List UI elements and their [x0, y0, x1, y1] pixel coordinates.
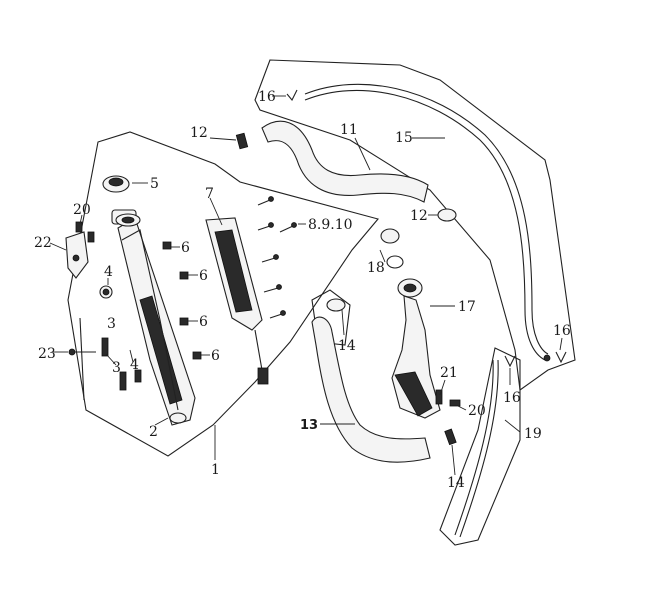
callout-20-left: 20 — [73, 202, 91, 218]
radiator-cap — [102, 175, 130, 193]
grommets — [162, 241, 202, 360]
callout-6-d: 6 — [211, 348, 220, 364]
upper-hose — [261, 120, 429, 203]
callout-3-bottom: 3 — [112, 360, 121, 376]
callout-21: 21 — [440, 365, 458, 381]
callout-8-9-10: 8.9.10 — [308, 217, 353, 233]
callout-16-right: 16 — [553, 323, 571, 339]
left-fittings — [65, 221, 142, 401]
coolant-reservoir — [391, 278, 441, 419]
callout-14-upper: 14 — [338, 338, 356, 354]
callout-5: 5 — [150, 176, 159, 192]
fan-shroud — [205, 217, 269, 385]
overflow-hose-outline — [439, 347, 521, 546]
callout-23: 23 — [38, 346, 56, 362]
clamps — [235, 132, 457, 446]
callout-12-top: 12 — [190, 125, 208, 141]
callout-11: 11 — [340, 122, 358, 138]
callout-2: 2 — [149, 424, 158, 440]
callout-19: 19 — [524, 426, 542, 442]
overflow-hose — [454, 359, 494, 536]
leader-lines — [49, 95, 563, 476]
radiator-group-outline — [67, 131, 379, 457]
reservoir-cap — [380, 228, 404, 269]
long-hose — [304, 89, 546, 361]
callout-7: 7 — [205, 186, 214, 202]
callout-6-b: 6 — [199, 268, 208, 284]
callout-16-mid: 16 — [503, 390, 521, 406]
callout-20-right: 20 — [468, 403, 486, 419]
callout-6-c: 6 — [199, 314, 208, 330]
callout-22: 22 — [34, 235, 52, 251]
callout-13: 13 — [300, 418, 318, 433]
lower-hose — [311, 316, 431, 463]
callout-1: 1 — [211, 462, 220, 478]
callout-18: 18 — [367, 260, 385, 276]
callout-6-a: 6 — [181, 240, 190, 256]
callout-3-top: 3 — [107, 316, 116, 332]
callout-16-top: 16 — [258, 89, 276, 105]
callout-4-top: 4 — [104, 264, 113, 280]
screw-set — [257, 196, 297, 319]
callout-14-lower: 14 — [447, 475, 465, 491]
radiator — [111, 209, 196, 426]
callout-17: 17 — [458, 299, 476, 315]
small-clips — [286, 89, 567, 407]
callout-4-bottom: 4 — [130, 357, 139, 373]
callout-15: 15 — [395, 130, 413, 146]
callout-12-right: 12 — [410, 208, 428, 224]
